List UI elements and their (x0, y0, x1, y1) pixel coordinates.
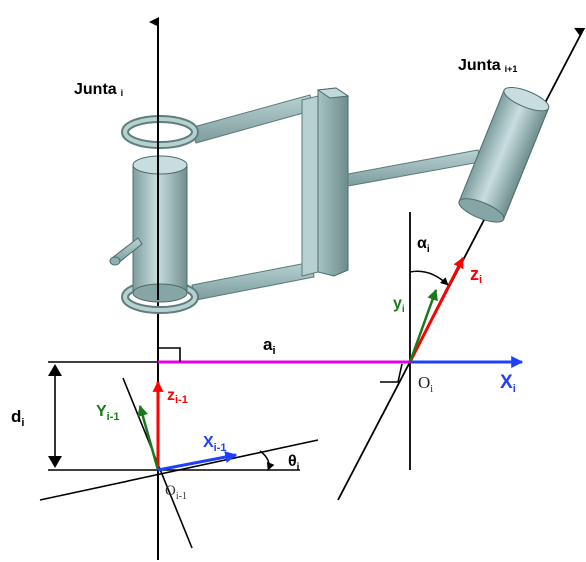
z-i-sub: i (479, 274, 482, 286)
y-i-sub: i (402, 304, 405, 315)
x-i-sub: i (513, 383, 516, 395)
x-prev-label: X (203, 434, 214, 451)
alpha-arc (409, 270, 449, 286)
o-i-sub: i (430, 384, 433, 395)
link-body (109, 86, 550, 314)
svg-text:di: di (11, 407, 24, 429)
o-prev-sub: i-1 (176, 491, 187, 502)
y-prev-sub: i-1 (107, 411, 120, 423)
right-angle-mark-2 (380, 363, 403, 383)
z-i-axis (408, 257, 465, 363)
o-prev-label: O (165, 483, 176, 499)
a-label: a (263, 335, 273, 354)
svg-text:αi: αi (417, 235, 430, 255)
svg-text:zi-1: zi-1 (167, 387, 188, 406)
svg-text:θi: θi (288, 453, 300, 473)
svg-text:yi: yi (393, 295, 405, 315)
x-i-label: X (500, 372, 513, 393)
alpha-label: α (417, 235, 427, 252)
theta-sub: i (297, 462, 300, 473)
svg-text:Xi: Xi (500, 372, 516, 395)
y-prev-axis (137, 404, 160, 471)
y-i-axis (408, 288, 438, 363)
theta-arc (259, 450, 275, 471)
d-sub: i (21, 417, 24, 429)
alpha-sub: i (427, 244, 430, 255)
z-prev-label: z (167, 387, 175, 404)
svg-text:Oi-1: Oi-1 (165, 483, 187, 502)
svg-text:Oi: Oi (418, 373, 433, 395)
y-prev-label: Y (96, 403, 107, 420)
a-sub: i (272, 345, 275, 357)
x-prev-sub: i-1 (214, 442, 227, 454)
joint-next-sub: i+1 (505, 64, 518, 74)
joint-next-label: Junta (458, 57, 501, 74)
svg-text:Xi-1: Xi-1 (203, 434, 227, 454)
y-i-label: y (393, 295, 402, 312)
z-prev-sub: i-1 (175, 394, 188, 406)
joint-i-label: Junta (74, 81, 117, 98)
o-i-label: O (418, 373, 430, 392)
svg-text:Yi-1: Yi-1 (96, 403, 120, 423)
z-i-label: z (470, 264, 479, 284)
right-angle-mark-1 (158, 347, 181, 362)
svg-text:ai: ai (263, 335, 276, 357)
theta-label: θ (288, 453, 297, 470)
d-label: d (11, 407, 21, 426)
x-prev-axis (157, 451, 238, 472)
joint-i-sub: i (121, 88, 124, 98)
svg-text:zi: zi (470, 264, 482, 286)
